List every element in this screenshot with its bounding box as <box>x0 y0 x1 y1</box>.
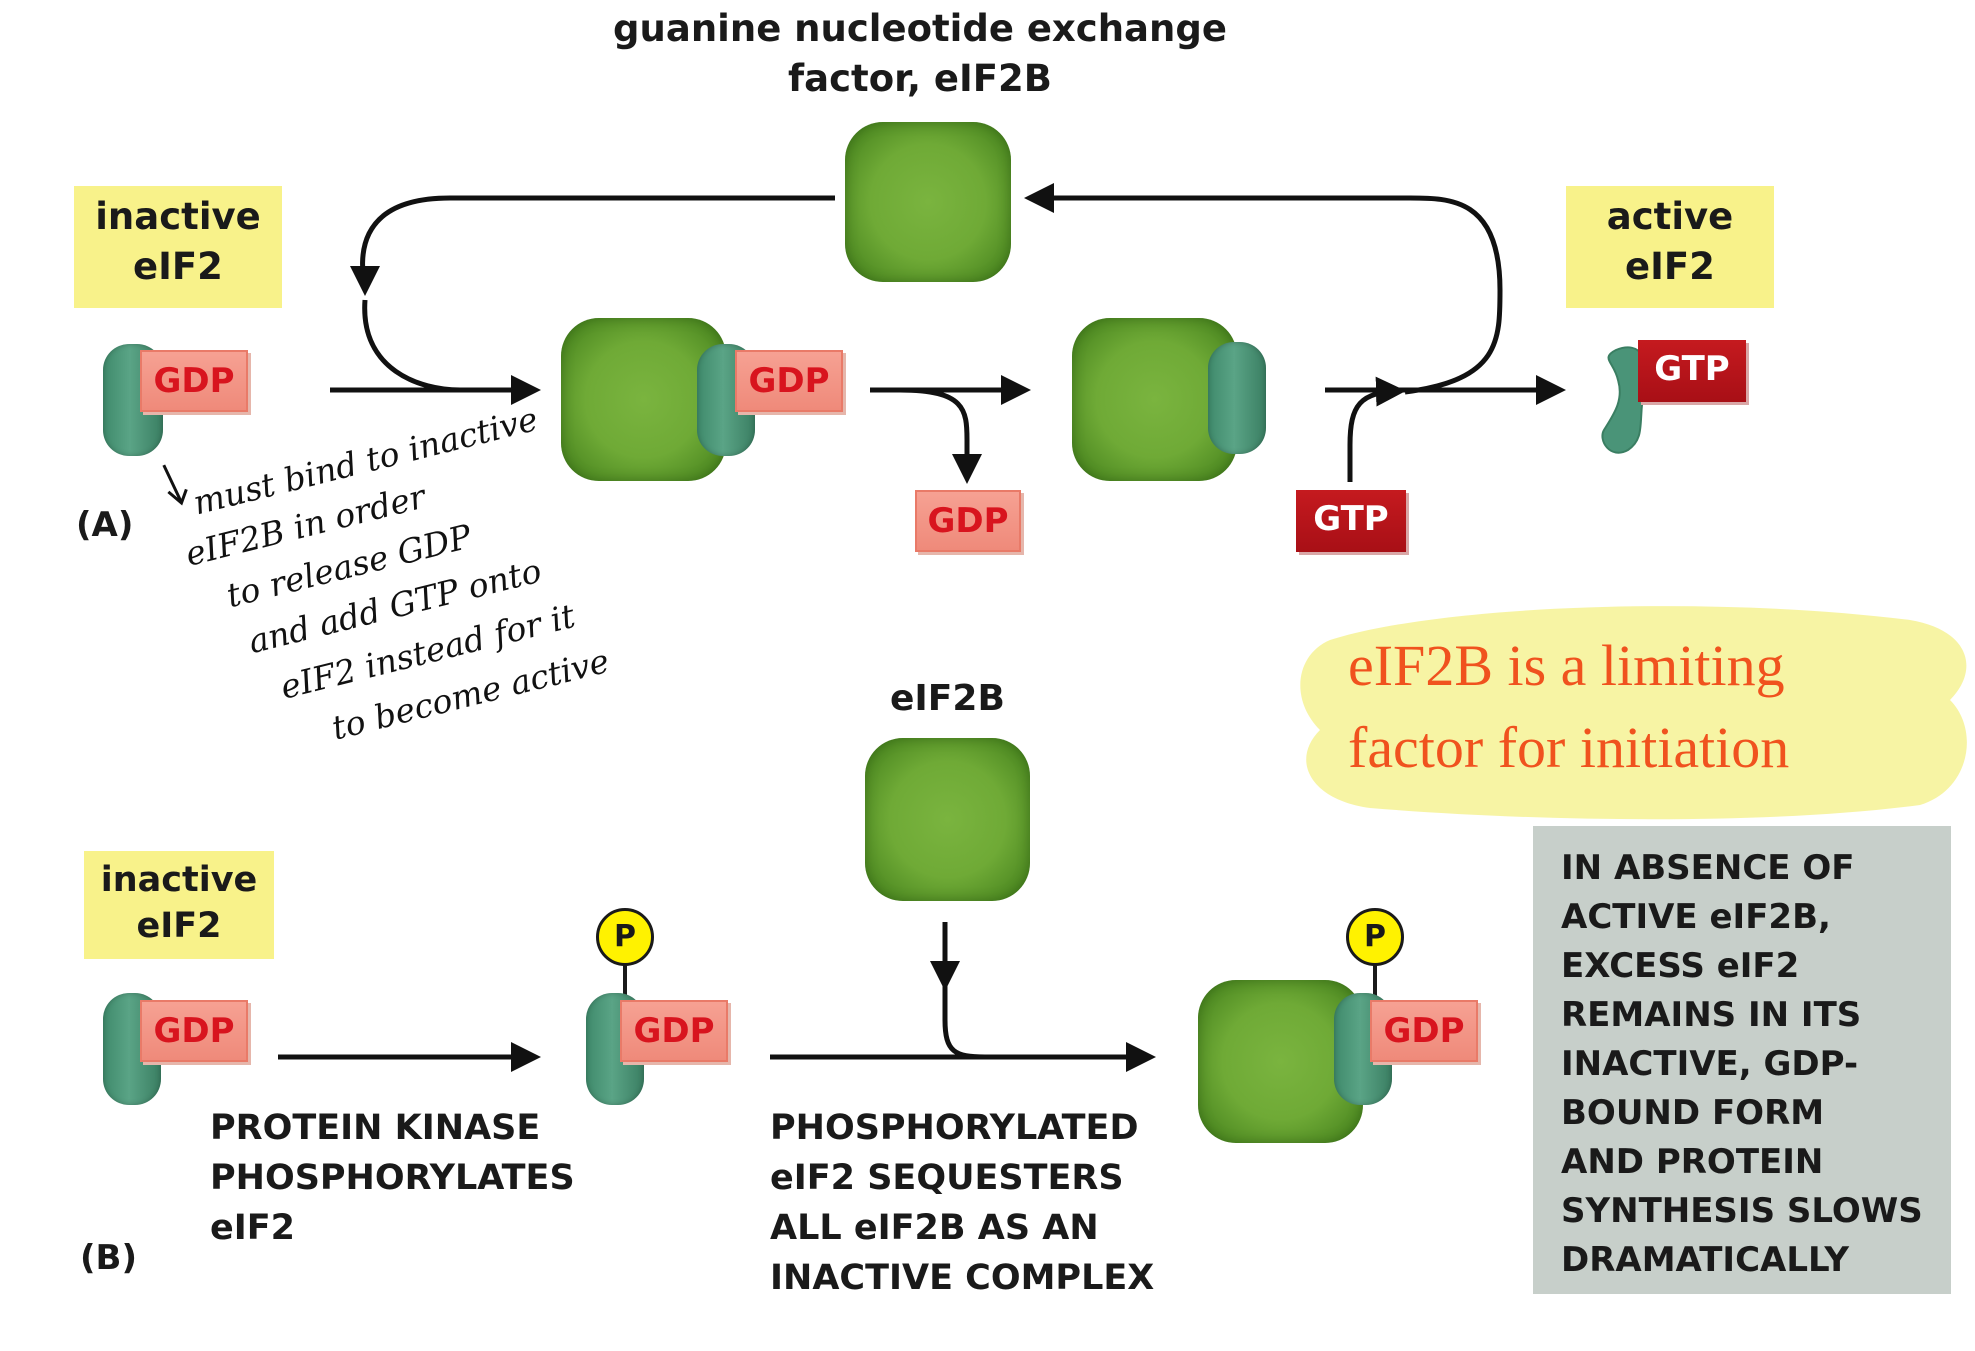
handwritten-note: must bind to inactive eIF2B in order to … <box>162 344 749 790</box>
inactive-b-line2: eIF2 <box>136 906 222 946</box>
phosphate-stem-2 <box>1373 964 1377 1000</box>
sequester-caption-line1: PHOSPHORYLATED <box>770 1108 1139 1148</box>
note-line-1: IN ABSENCE OF <box>1561 848 1855 888</box>
highlight-line1: eIF2B is a limiting <box>1348 633 1785 698</box>
note-line-6: BOUND FORM <box>1561 1093 1825 1133</box>
panel-a-label: (A) <box>76 505 134 545</box>
phosphate-icon-1: P <box>596 908 654 966</box>
note-line-2: ACTIVE eIF2B, <box>1561 897 1831 937</box>
kinase-caption-line3: eIF2 <box>210 1208 296 1248</box>
gdp-tag-b3: GDP <box>1370 1000 1478 1062</box>
gdp-tag-a1: GDP <box>140 350 248 412</box>
inactive-b-line1: inactive <box>100 860 258 900</box>
absence-note-box: IN ABSENCE OF ACTIVE eIF2B, EXCESS eIF2 … <box>1533 826 1951 1294</box>
kinase-caption: PROTEIN KINASE PHOSPHORYLATES eIF2 <box>210 1103 575 1253</box>
inactive-label-line1: inactive <box>95 195 261 238</box>
note-line-3: EXCESS eIF2 <box>1561 946 1800 986</box>
phosphate-stem-1 <box>623 964 627 1000</box>
sequester-caption-line4: INACTIVE COMPLEX <box>770 1258 1155 1298</box>
top-title: guanine nucleotide exchange factor, eIF2… <box>560 4 1280 104</box>
top-title-line2: factor, eIF2B <box>788 57 1052 100</box>
sequester-caption: PHOSPHORYLATED eIF2 SEQUESTERS ALL eIF2B… <box>770 1103 1154 1303</box>
gtp-in-arrow <box>1347 376 1406 482</box>
inactive-eif2-label-b: inactive eIF2 <box>84 851 274 959</box>
gtp-active-tag: GTP <box>1638 340 1746 402</box>
kinase-caption-line1: PROTEIN KINASE <box>210 1108 541 1148</box>
gdp-tag-b1: GDP <box>140 1000 248 1062</box>
eif2b-top-blob <box>845 122 1011 282</box>
note-line-9: DRAMATICALLY <box>1561 1240 1849 1280</box>
highlight-splash <box>1300 606 1967 820</box>
eif2b-down-arrow <box>942 922 986 1060</box>
inactive-label-line2: eIF2 <box>133 245 223 288</box>
eif2b-free-blob <box>865 738 1030 901</box>
gdp-out-arrow <box>899 387 982 484</box>
loop-arrow-right <box>1024 183 1503 395</box>
active-label-line1: active <box>1606 195 1734 238</box>
note-line-4: REMAINS IN ITS <box>1561 995 1862 1035</box>
inactive-eif2-label-a: inactive eIF2 <box>74 186 282 308</box>
note-line-7: AND PROTEIN <box>1561 1142 1824 1182</box>
panel-b-label: (B) <box>80 1238 137 1278</box>
active-eif2-label: active eIF2 <box>1566 186 1774 308</box>
gdp-tag-a2: GDP <box>735 350 843 412</box>
gdp-released-tag: GDP <box>915 490 1021 552</box>
note-line-8: SYNTHESIS SLOWS <box>1561 1191 1923 1231</box>
phosphate-icon-2: P <box>1346 908 1404 966</box>
kinase-caption-line2: PHOSPHORYLATES <box>210 1158 575 1198</box>
active-label-line2: eIF2 <box>1625 245 1715 288</box>
loop-arrow-left <box>349 195 835 296</box>
loop-join-curve <box>362 299 461 393</box>
handwritten-arrow-icon <box>162 464 188 506</box>
note-line-5: INACTIVE, GDP- <box>1561 1044 1859 1084</box>
highlight-line2: factor for initiation <box>1348 715 1790 780</box>
highlight-note: eIF2B is a limiting factor for initiatio… <box>1348 625 1948 789</box>
sequester-caption-line3: ALL eIF2B AS AN <box>770 1208 1099 1248</box>
sequester-caption-line2: eIF2 SEQUESTERS <box>770 1158 1124 1198</box>
eif2-teal-piece-a3 <box>1208 342 1266 454</box>
top-title-line1: guanine nucleotide exchange <box>613 7 1227 50</box>
gdp-tag-b2: GDP <box>620 1000 728 1062</box>
gtp-incoming-tag: GTP <box>1296 490 1406 552</box>
eif2b-label-b: eIF2B <box>890 678 1005 719</box>
